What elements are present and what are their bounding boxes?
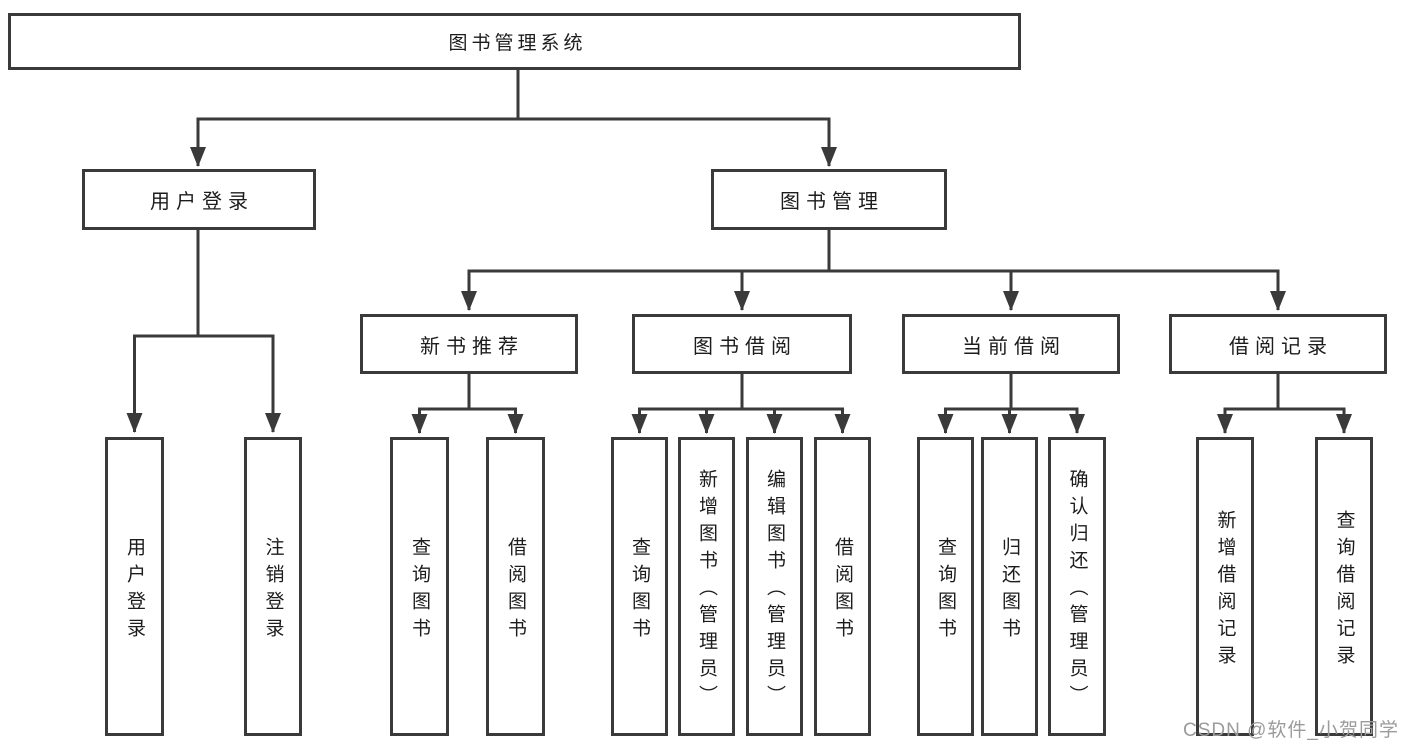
leaf-label: 用户登录	[124, 536, 145, 645]
level3-connectors	[411, 372, 1352, 434]
leaf-label: 注销登录	[262, 536, 284, 645]
leaf-label: 借阅图书	[832, 536, 853, 645]
leaf-user-login: 用户登录	[105, 437, 164, 736]
node-current-borrow: 当前借阅	[902, 314, 1120, 374]
leaf-borrow-query-books: 查询图书	[611, 437, 668, 736]
leaf-records-query-borrow-record: 查询借阅记录	[1315, 437, 1373, 736]
node-library-management-system: 图书管理系统	[8, 13, 1021, 70]
watermark: CSDN @软件_小贺同学	[1183, 720, 1399, 741]
node-label: 图书借阅	[693, 335, 797, 358]
leaf-label: 查询图书	[629, 536, 650, 645]
leaf-label: 编辑图书（管理员）	[764, 469, 785, 712]
leaf-label: 新增借阅记录	[1214, 509, 1236, 672]
user-login-connectors	[126, 228, 281, 433]
leaf-label: 查询图书	[409, 536, 430, 645]
leaf-label: 新增图书（管理员）	[696, 469, 717, 712]
leaf-label: 确认归还（管理员）	[1066, 469, 1088, 712]
leaf-current-query-books: 查询图书	[917, 437, 974, 736]
node-label: 用户登录	[150, 191, 254, 213]
leaf-label: 查询借阅记录	[1333, 509, 1355, 672]
leaf-current-return-books: 归还图书	[981, 437, 1038, 736]
node-new-book-recommend: 新书推荐	[360, 314, 578, 374]
node-user-login: 用户登录	[82, 169, 316, 230]
node-book-management: 图书管理	[711, 169, 947, 230]
node-borrow-records: 借阅记录	[1169, 314, 1387, 374]
leaf-borrow-edit-books-admin: 编辑图书（管理员）	[746, 437, 803, 736]
node-label: 新书推荐	[420, 335, 524, 358]
leaf-recommend-borrow-books: 借阅图书	[486, 437, 545, 736]
book-management-connectors	[461, 228, 1286, 311]
leaf-label: 归还图书	[999, 536, 1020, 645]
leaf-current-confirm-return-admin: 确认归还（管理员）	[1048, 437, 1106, 736]
node-label: 图书管理	[780, 191, 884, 213]
node-label: 借阅记录	[1229, 335, 1333, 358]
leaf-label: 查询图书	[935, 536, 956, 645]
leaf-borrow-borrow-books: 借阅图书	[814, 437, 871, 736]
node-book-borrow: 图书借阅	[632, 314, 852, 374]
node-label: 图书管理系统	[448, 33, 587, 54]
root-connectors	[190, 68, 837, 167]
node-label: 当前借阅	[962, 335, 1066, 358]
leaf-recommend-query-books: 查询图书	[390, 437, 449, 736]
leaf-logout: 注销登录	[244, 437, 302, 736]
leaf-label: 借阅图书	[505, 536, 526, 645]
leaf-records-add-borrow-record: 新增借阅记录	[1196, 437, 1254, 736]
leaf-borrow-add-books-admin: 新增图书（管理员）	[678, 437, 735, 736]
